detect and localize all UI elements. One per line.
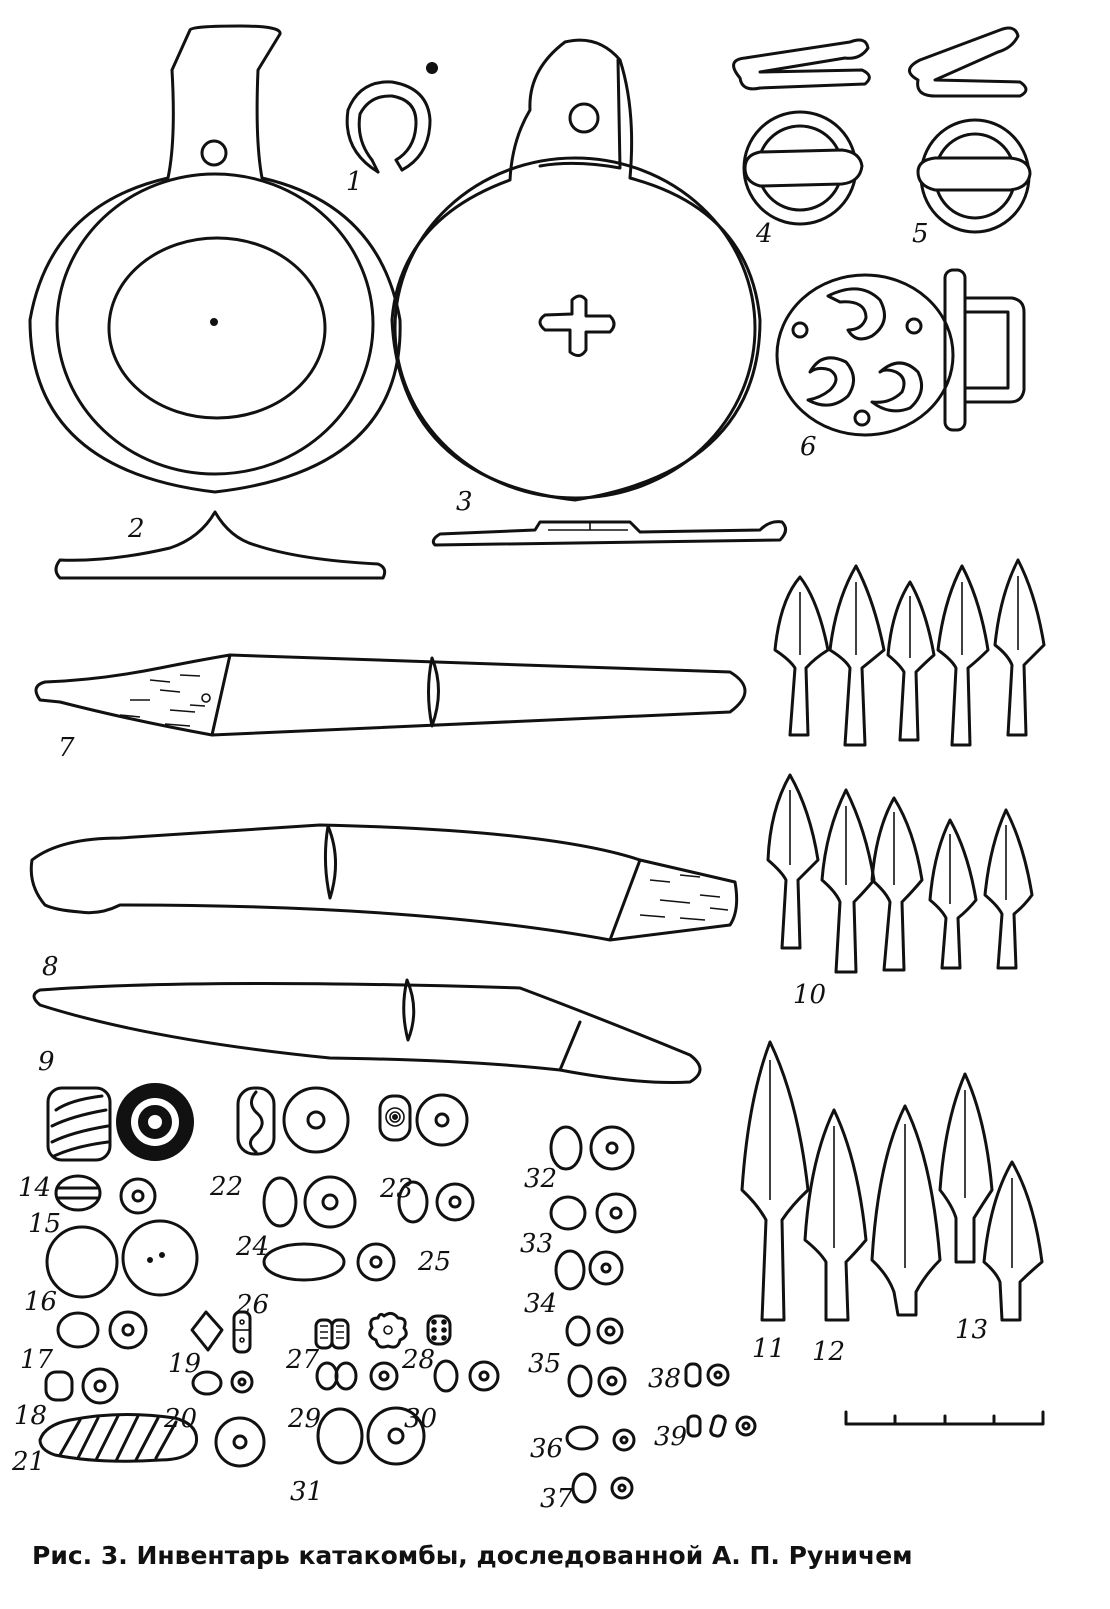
item-label: 30 — [404, 1404, 437, 1434]
item-label: 15 — [28, 1209, 61, 1239]
item-label: 17 — [20, 1345, 54, 1375]
arrowheads-items-11-13 — [740, 1040, 1044, 1322]
buckle-item-4 — [732, 38, 871, 226]
item-label: 25 — [417, 1247, 451, 1277]
item-label: 12 — [812, 1337, 845, 1367]
item-label: 36 — [530, 1434, 563, 1464]
item-label: 21 — [11, 1447, 45, 1477]
item-label: 13 — [955, 1315, 988, 1345]
item-label: 1 — [346, 167, 363, 197]
item-label: 23 — [379, 1174, 413, 1204]
item-label: 37 — [540, 1484, 574, 1514]
item-label: 35 — [528, 1349, 561, 1379]
item-label: 27 — [285, 1345, 320, 1375]
item-label: 2 — [127, 514, 145, 544]
mirror-profile-item-2 — [54, 510, 387, 580]
mirror-profile-item-3 — [431, 520, 787, 547]
disc-item-6 — [775, 268, 1026, 437]
item-label: 22 — [209, 1172, 243, 1202]
mirror-item-3 — [390, 38, 762, 502]
knife-item-7 — [34, 653, 747, 737]
item-label: 3 — [456, 487, 473, 517]
item-label: 28 — [401, 1345, 435, 1375]
item-label: 38 — [648, 1364, 681, 1394]
mirror-item-2 — [28, 24, 402, 494]
figure-plate: 1 2 3 4 5 6 7 8 9 10 11 12 13 14 15 16 1… — [11, 24, 1046, 1514]
item-label: 29 — [287, 1404, 321, 1434]
item-label: 32 — [524, 1164, 557, 1194]
item-label: 14 — [18, 1173, 51, 1203]
ring-item-1 — [345, 62, 438, 174]
knife-item-9 — [32, 978, 702, 1084]
item-label: 16 — [24, 1287, 57, 1317]
item-label: 18 — [14, 1401, 47, 1431]
item-label: 26 — [235, 1290, 269, 1320]
item-label: 20 — [163, 1404, 197, 1434]
item-label: 31 — [290, 1477, 323, 1507]
item-label: 6 — [800, 432, 817, 462]
item-label: 34 — [524, 1289, 557, 1319]
item-label: 24 — [235, 1232, 269, 1262]
item-label: 19 — [168, 1349, 201, 1379]
item-label: 9 — [38, 1047, 55, 1077]
item-label: 10 — [793, 980, 826, 1010]
scale-bar — [844, 1410, 1045, 1426]
item-label: 33 — [520, 1229, 553, 1259]
item-labels: 1 2 3 4 5 6 7 8 9 10 11 12 13 14 15 16 1… — [11, 167, 988, 1514]
figure-caption: Рис. 3. Инвентарь катакомбы, доследованн… — [32, 1541, 913, 1570]
buckle-item-5 — [908, 26, 1032, 234]
knife-item-8 — [29, 823, 739, 942]
item-label: 5 — [912, 219, 929, 249]
item-label: 4 — [755, 219, 773, 249]
item-label: 8 — [42, 952, 59, 982]
arrowheads-item-10 — [766, 558, 1046, 974]
item-label: 39 — [654, 1422, 687, 1452]
beads-items-14-39 — [38, 1083, 757, 1504]
item-label: 7 — [58, 733, 75, 763]
item-label: 11 — [752, 1334, 785, 1364]
